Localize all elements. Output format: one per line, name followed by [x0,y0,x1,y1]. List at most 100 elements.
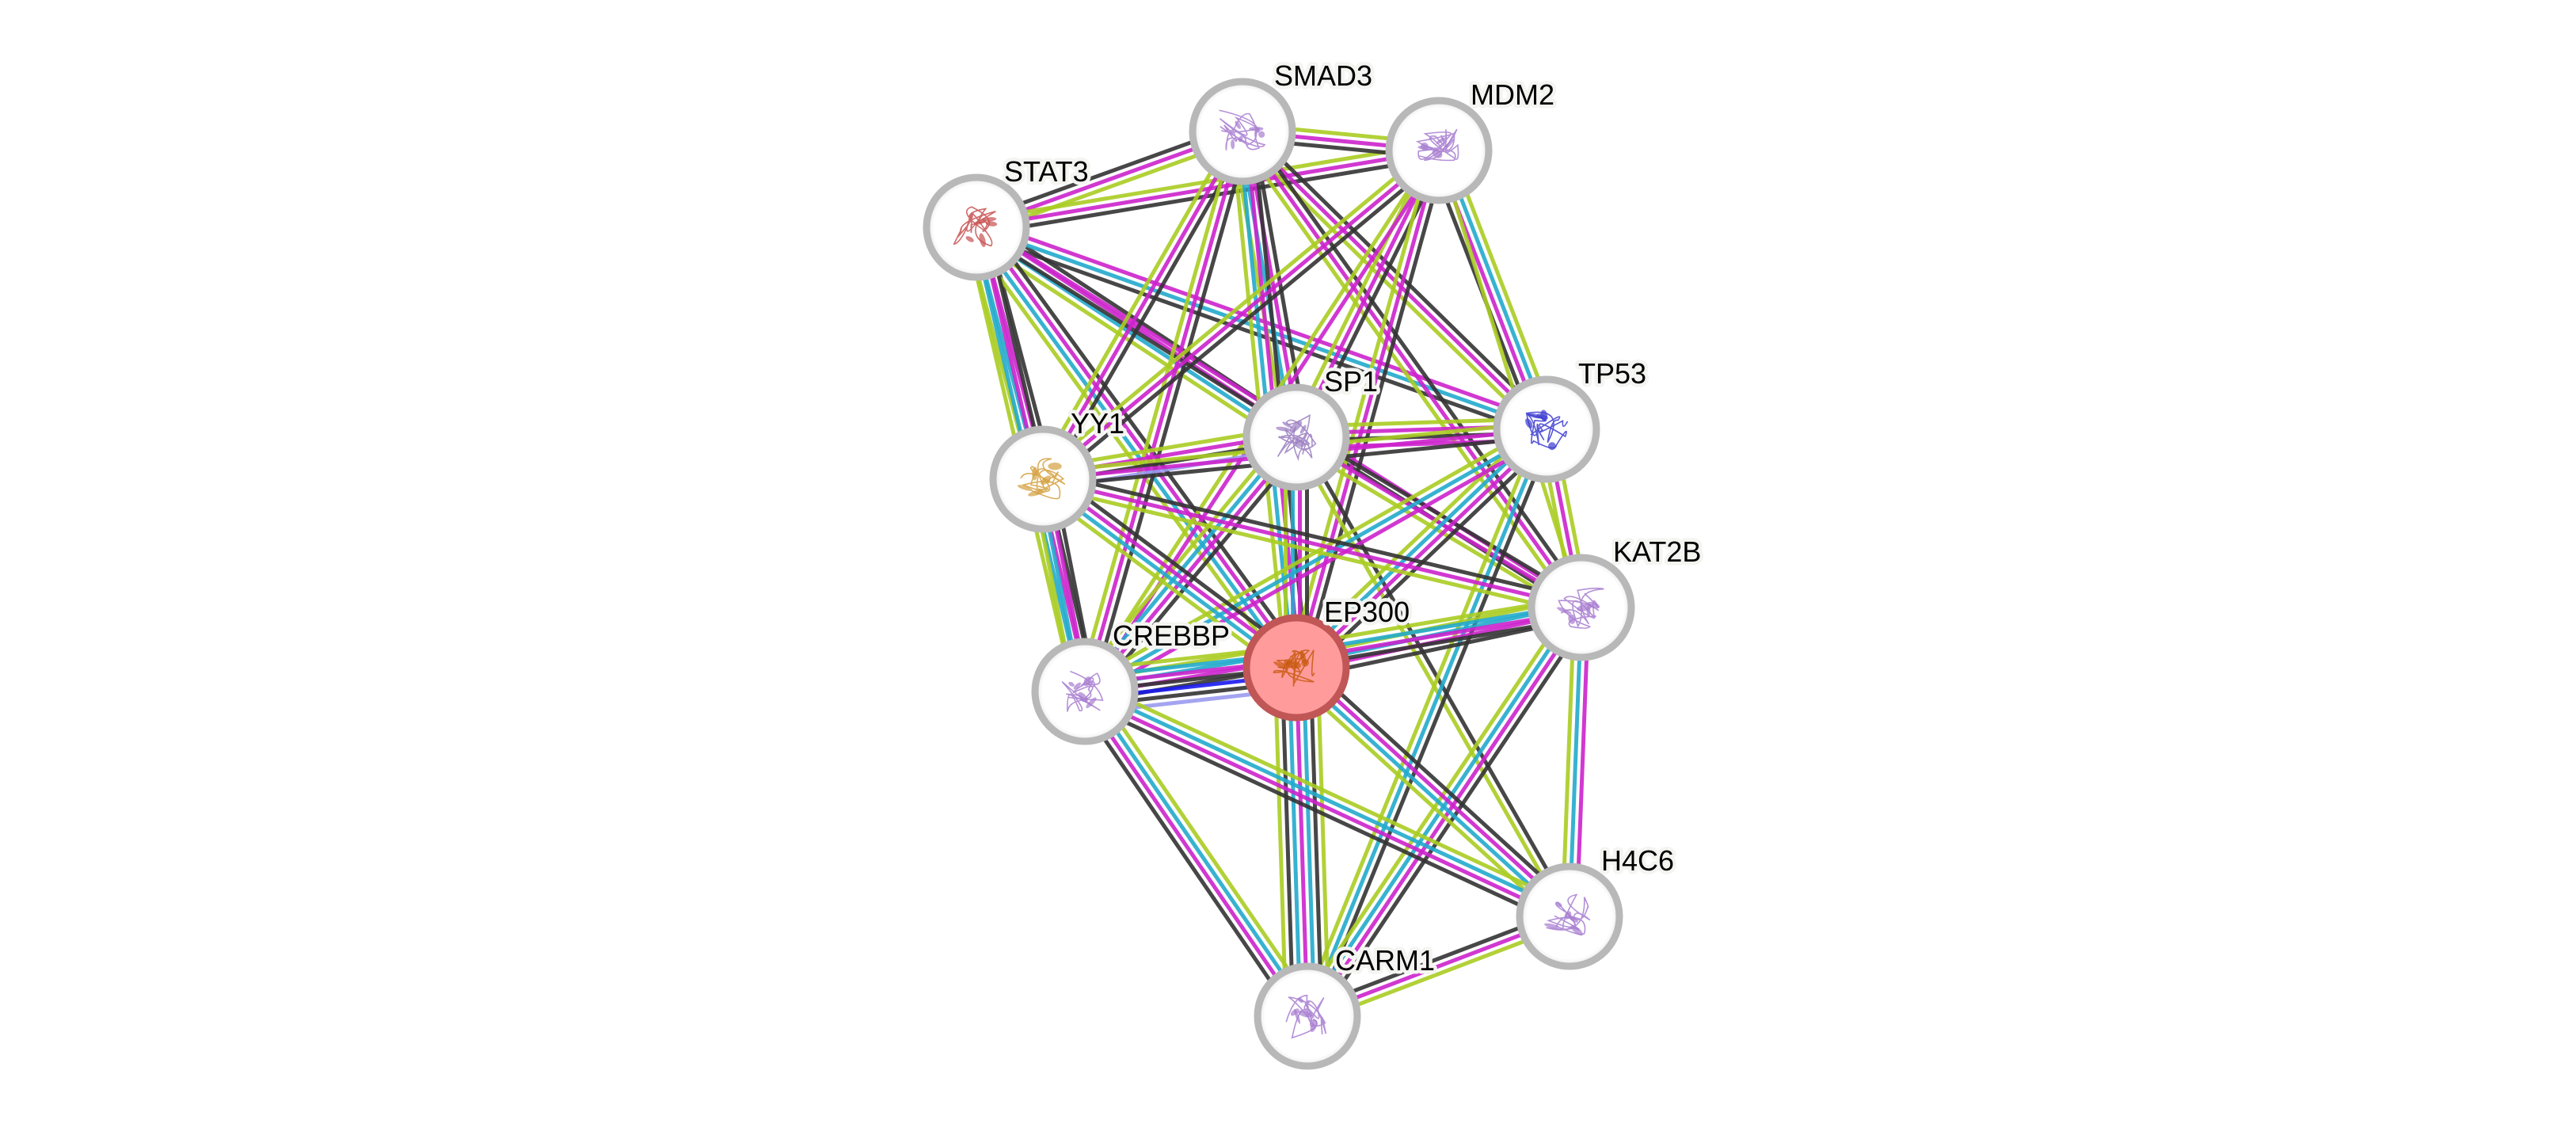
edge-strand-curated [1292,668,1569,921]
edge-strand-experimental [1297,663,1573,916]
edge-strand-curated [1085,686,1572,916]
edge-strand-experimental [1308,608,1586,1019]
edge-smad3-kat2b[interactable] [1235,126,1589,613]
edge-strand-coexpression [1044,470,1584,603]
edge-tp53-carm1[interactable] [1299,425,1555,1020]
node-carm1[interactable] [1254,962,1361,1070]
edge-strand-experimental [1294,150,1441,668]
edge-strand-experimental [1041,149,1440,481]
edge-strand-textmining [1315,667,1331,1016]
protein-structure-icon [1557,587,1604,629]
edge-strand-textmining [1080,421,1544,687]
edge-ep300-h4c6[interactable] [1288,658,1578,926]
edge-strand-textmining [1075,428,1290,686]
node-h4c6[interactable] [1516,863,1623,970]
protein-structure-icon [1276,413,1317,461]
edge-strand-curated [1301,667,1317,1016]
edge-strand-textmining [1288,674,1564,926]
node-label-crebbp: CREBBP [1113,619,1230,652]
edge-strand-textmining [1075,128,1238,691]
edge-strand-coexpression [1048,469,1304,661]
protein-structure-icon [1285,994,1327,1039]
edge-strand-experimental [1240,130,1584,609]
edge-crebbp-h4c6[interactable] [1079,680,1575,928]
node-stat3[interactable] [923,173,1030,281]
node-crebbp[interactable] [1031,638,1139,745]
node-smad3[interactable] [1189,78,1296,185]
edge-strand-textmining [1287,420,1541,662]
edge-strand-curated [1303,604,1581,1015]
node-ep300[interactable] [1242,614,1350,722]
protein-structure-icon [1273,649,1315,687]
edge-strand-coexpression [1300,152,1448,442]
edge-strand-curated [976,225,1547,432]
protein-structure-icon [1017,458,1066,500]
node-sp1[interactable] [1242,383,1350,491]
edge-mdm2-yy1[interactable] [1037,143,1445,486]
edges-layer [964,122,1592,1025]
node-label-mdm2: MDM2 [1471,78,1554,111]
edge-yy1-kat2b[interactable] [1041,470,1584,617]
edge-mdm2-ep300[interactable] [1287,147,1448,671]
protein-structure-icon [1061,670,1104,712]
edge-strand-coexpression [1074,696,1300,1024]
edge-strand-experimental [1087,433,1551,700]
edge-strand-curated [1305,428,1549,1017]
node-kat2b[interactable] [1528,554,1635,661]
edge-strand-textmining [1291,437,1569,920]
edge-tp53-crebbp[interactable] [1080,421,1551,700]
edge-strand-textmining [1092,684,1318,1011]
edge-strand-coexpression [1308,667,1324,1016]
edge-strand-textmining [1296,600,1574,1011]
edge-strand-coexpression [1246,126,1589,605]
edge-strand-textmining [1287,147,1434,667]
node-label-yy1: YY1 [1071,407,1124,440]
edge-strand-coexpression [1090,132,1252,695]
edge-strand-coexpression [1280,668,1296,1017]
edge-strand-experimental [1080,692,1307,1019]
node-circle[interactable] [1031,638,1139,745]
edge-strand-textmining [1035,486,1292,678]
edge-strand-experimental [1297,430,1551,672]
edge-ep300-carm1[interactable] [1273,667,1331,1017]
edge-strand-experimental [1294,667,1310,1017]
edge-strand-curated [1287,668,1303,1017]
edge-strand-curated [1292,425,1546,667]
edge-crebbp-carm1[interactable] [1074,684,1318,1024]
edge-sp1-crebbp[interactable] [1075,428,1307,700]
edge-sp1-h4c6[interactable] [1291,434,1575,920]
edge-strand-coexpression [1302,658,1578,910]
node-label-ep300: EP300 [1324,596,1410,628]
node-label-sp1: SP1 [1324,365,1378,398]
node-label-kat2b: KAT2B [1613,535,1701,568]
node-mdm2[interactable] [1385,97,1493,204]
edge-strand-textmining [1273,668,1288,1017]
edge-smad3-yy1[interactable] [1035,127,1250,484]
edge-strand-coexpression [1079,699,1566,928]
node-label-tp53: TP53 [1578,357,1646,390]
edge-strand-textmining [1288,146,1435,436]
protein-structure-icon [1544,893,1591,936]
node-label-carm1: CARM1 [1335,944,1435,977]
nodes-layer [923,78,1635,1070]
edge-strand-textmining [1235,134,1577,613]
edge-strand-curated [1086,688,1312,1015]
edge-strand-experimental [1041,130,1245,481]
edge-strand-experimental [1083,131,1245,692]
edge-strand-coexpression [1246,124,1554,426]
edge-strand-coexpression [1301,151,1448,671]
edge-smad3-crebbp[interactable] [1075,128,1252,695]
protein-structure-icon [953,206,998,247]
edge-strand-textmining [1037,143,1436,475]
edge-strand-coexpression [977,155,1440,237]
node-tp53[interactable] [1493,375,1600,483]
edge-strand-textmining [1299,425,1542,1015]
edge-strand-experimental [1086,438,1301,695]
protein-structure-icon [1219,109,1266,150]
edge-strand-coexpression [1047,134,1250,484]
edge-tp53-ep300[interactable] [1287,420,1556,677]
edge-strand-coexpression [1297,434,1575,916]
node-yy1[interactable] [989,425,1097,533]
